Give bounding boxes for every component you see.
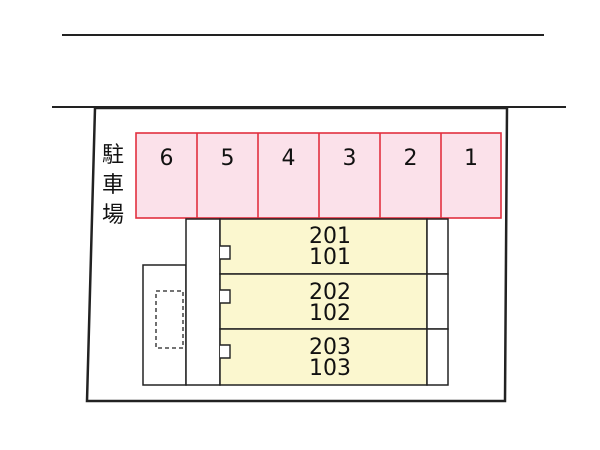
parking-space-5: 5 bbox=[220, 146, 235, 171]
parking-label: 駐車場 bbox=[98, 141, 128, 231]
door-notch bbox=[220, 289, 231, 304]
unit-upper-number: 201 bbox=[309, 224, 351, 249]
parking-area bbox=[135, 132, 502, 219]
unit-lower-number: 101 bbox=[309, 245, 351, 270]
parking-space-2: 2 bbox=[403, 146, 418, 171]
unit-lower-number: 103 bbox=[309, 356, 351, 381]
balcony-2 bbox=[426, 273, 449, 330]
parking-space-1: 1 bbox=[464, 146, 478, 171]
balcony-3 bbox=[426, 328, 449, 386]
door-notch bbox=[220, 344, 231, 359]
balcony-1 bbox=[426, 218, 449, 275]
unit-block-3 bbox=[219, 328, 428, 386]
parking-space-6: 6 bbox=[159, 146, 174, 171]
unit-label-2: 202 102 bbox=[290, 280, 370, 326]
unit-upper-number: 202 bbox=[309, 280, 351, 305]
corridor bbox=[185, 218, 221, 386]
annex-block bbox=[142, 264, 187, 386]
door-notch bbox=[220, 245, 231, 260]
parking-space-3: 3 bbox=[342, 146, 357, 171]
unit-lower-number: 102 bbox=[309, 301, 351, 326]
unit-label-1: 201 101 bbox=[290, 224, 370, 270]
parking-label-text: 駐車場 bbox=[101, 143, 124, 228]
parking-space-4: 4 bbox=[281, 146, 296, 171]
unit-label-3: 203 103 bbox=[290, 335, 370, 381]
unit-upper-number: 203 bbox=[309, 335, 351, 360]
